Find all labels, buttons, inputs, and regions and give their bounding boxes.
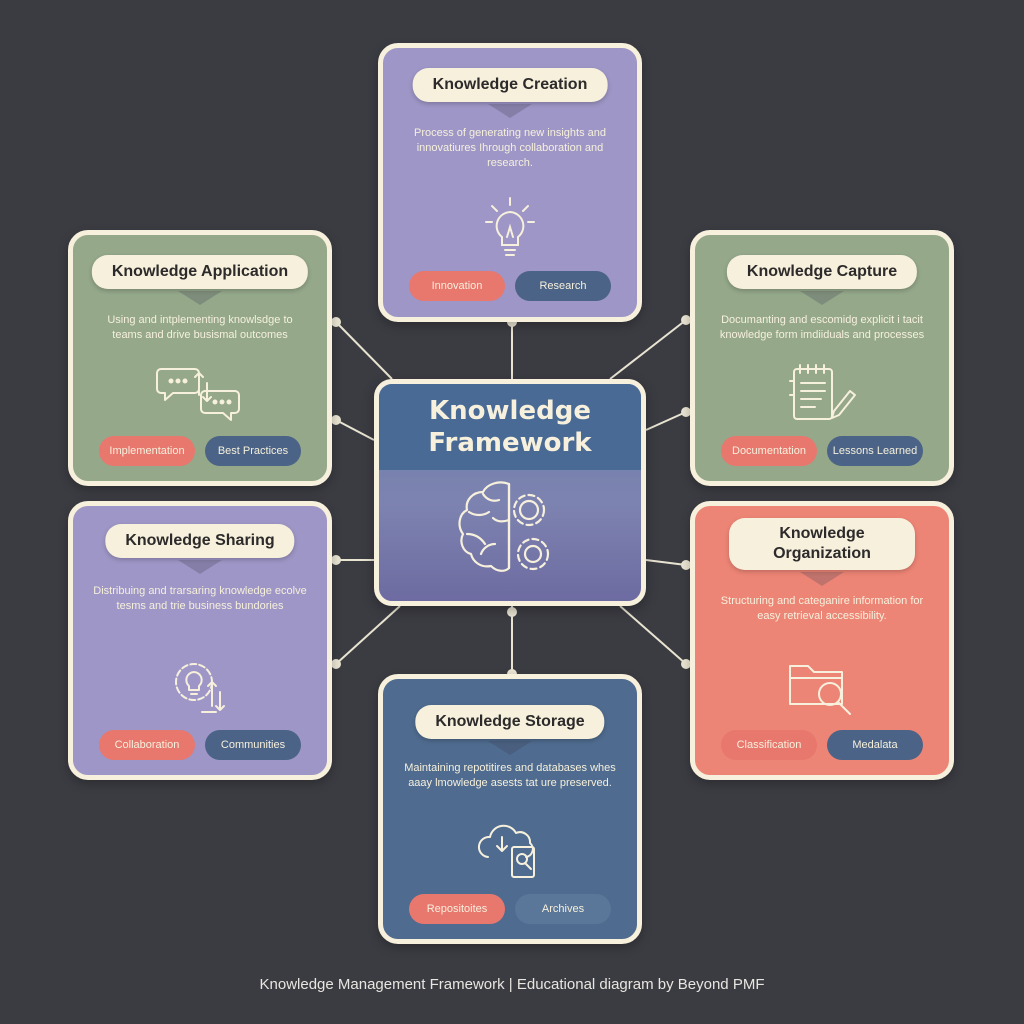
- connector-organization-b: [619, 605, 687, 665]
- lightbulb-icon: [478, 194, 542, 264]
- title-pointer: [178, 291, 222, 305]
- card-description: Distribuing and trarsaring knowledge eco…: [93, 585, 307, 612]
- center-knowledge-framework[interactable]: Knowledge Framework: [374, 379, 646, 606]
- title-pointer: [800, 572, 844, 586]
- caption: Knowledge Management Framework | Educati…: [259, 976, 765, 993]
- connector-application-a: [335, 321, 393, 380]
- tag-row: Documentation Lessons Learned: [695, 436, 949, 466]
- tag-row: Innovation Research: [383, 271, 637, 301]
- connector-sharing-b: [335, 605, 401, 665]
- tag-implementation[interactable]: Implementation: [99, 436, 195, 466]
- tag-metadata[interactable]: Medalata: [827, 730, 923, 760]
- card-description: Process of generating new insights and i…: [413, 127, 606, 169]
- tag-research[interactable]: Research: [515, 271, 611, 301]
- card-title: Knowledge Storage: [415, 705, 605, 739]
- title-pointer: [178, 560, 222, 574]
- folder-search-icon: [784, 654, 860, 718]
- title-pointer: [800, 291, 844, 305]
- card-title: Knowledge Capture: [726, 255, 918, 289]
- connector-organization-a: [645, 559, 687, 566]
- tag-lessons-learned[interactable]: Lessons Learned: [827, 436, 923, 466]
- tag-innovation[interactable]: Innovation: [409, 271, 505, 301]
- tag-communities[interactable]: Communities: [205, 730, 301, 760]
- center-title: Knowledge Framework: [428, 396, 592, 458]
- card-title: Knowledge Organization: [729, 518, 915, 570]
- tag-collaboration[interactable]: Collaboration: [99, 730, 195, 760]
- title-pointer: [488, 104, 532, 118]
- card-knowledge-sharing[interactable]: Knowledge Sharing Distribuing and trarsa…: [68, 501, 332, 780]
- cloud-repository-icon: [472, 817, 548, 883]
- title-pointer: [488, 741, 532, 755]
- gear-bulb-icon: [164, 652, 236, 724]
- card-knowledge-capture[interactable]: Knowledge Capture Documanting and escomi…: [690, 230, 954, 486]
- tag-classification[interactable]: Classification: [721, 730, 817, 760]
- chat-bubbles-icon: [155, 363, 245, 425]
- card-knowledge-organization[interactable]: Knowledge Organization Structuring and c…: [690, 501, 954, 780]
- tag-repositories[interactable]: Repositoites: [409, 894, 505, 924]
- card-description: Maintaining repotitires and databases wh…: [404, 762, 616, 789]
- card-title: Knowledge Sharing: [105, 524, 295, 558]
- card-knowledge-creation[interactable]: Knowledge Creation Process of generating…: [378, 43, 642, 322]
- tag-row: Repositoites Archives: [383, 894, 637, 924]
- tag-row: Implementation Best Practices: [73, 436, 327, 466]
- card-knowledge-application[interactable]: Knowledge Application Using and intpleme…: [68, 230, 332, 486]
- connector-application-b: [335, 419, 375, 441]
- tag-row: Collaboration Communities: [73, 730, 327, 760]
- notepad-pencil-icon: [784, 361, 860, 425]
- connector-capture-b: [645, 411, 687, 431]
- card-description: Structuring and categanire information f…: [720, 595, 924, 622]
- card-description: Documanting and escomidg explicit i taci…: [719, 314, 925, 341]
- tag-archives[interactable]: Archives: [515, 894, 611, 924]
- tag-row: Classification Medalata: [695, 730, 949, 760]
- tag-best-practices[interactable]: Best Practices: [205, 436, 301, 466]
- card-title: Knowledge Creation: [412, 68, 608, 102]
- card-description: Using and intplementing knowlsdge to tea…: [107, 314, 293, 341]
- card-title: Knowledge Application: [91, 255, 309, 289]
- tag-documentation[interactable]: Documentation: [721, 436, 817, 466]
- card-knowledge-storage[interactable]: Knowledge Storage Maintaining repotitire…: [378, 674, 642, 944]
- center-header: Knowledge Framework: [379, 384, 641, 470]
- connector-capture-a: [609, 319, 687, 380]
- brain-gears-icon: [455, 476, 565, 588]
